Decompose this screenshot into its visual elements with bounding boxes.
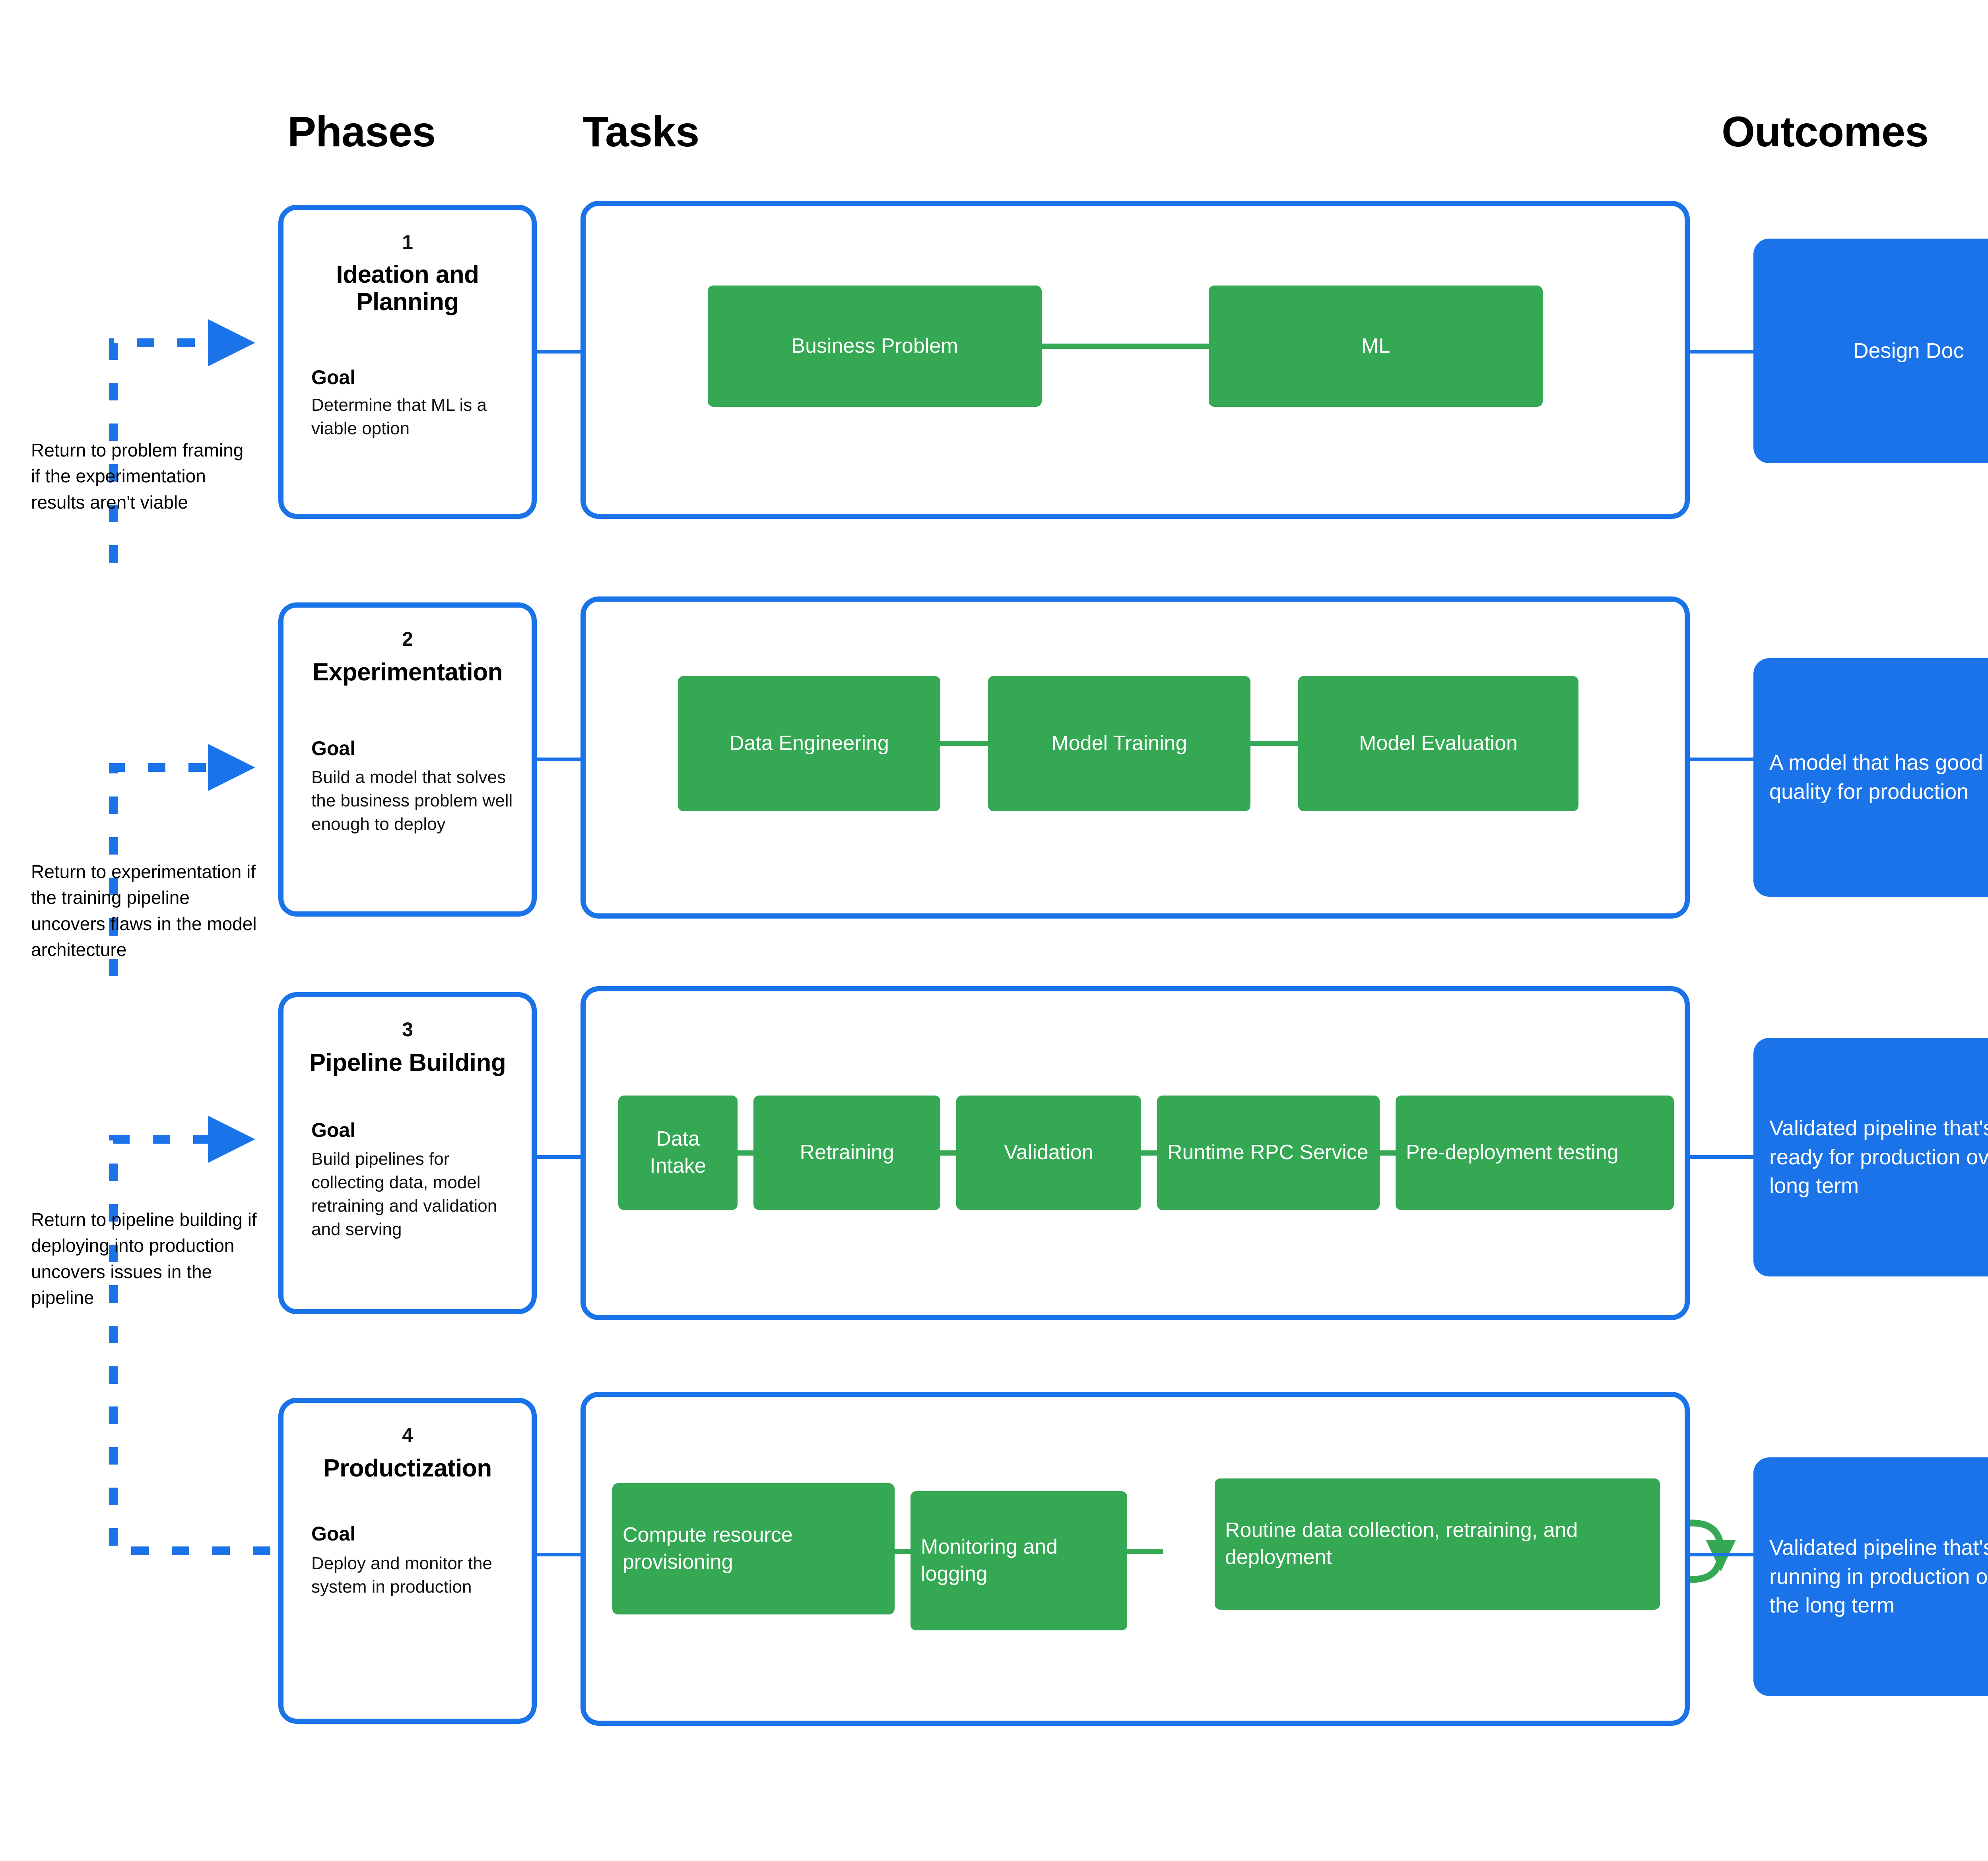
phase-goal-label-4: Goal	[311, 1523, 356, 1545]
task-box-monitoring-and-logging[interactable]: Monitoring and logging	[911, 1491, 1127, 1630]
feedback-note-left-3: Return to pipeline building if deploying…	[31, 1209, 257, 1308]
phase-number-4: 4	[402, 1424, 413, 1446]
task-connector-1a	[1042, 344, 1209, 349]
feedback-note-left-1: Return to problem framing if the experim…	[31, 440, 244, 513]
connector-phase3-to-tasks3	[537, 1155, 580, 1159]
phase-goal-text-2: Build a model that solves the business p…	[311, 767, 513, 834]
task-connector-2a	[940, 741, 988, 746]
task-box-ml[interactable]: ML	[1209, 286, 1543, 407]
phase-card-1[interactable]: 1 Ideation and Planning Goal Determine t…	[278, 205, 537, 519]
task-connector-4b	[1127, 1549, 1163, 1554]
task-connector-3d	[1380, 1150, 1396, 1156]
connector-tasks4-to-outcome4	[1690, 1553, 1753, 1556]
column-header-phases: Phases	[287, 107, 436, 155]
phase-goal-label-3: Goal	[311, 1119, 356, 1141]
phase-goal-text-3: Build pipelines for collecting data, mod…	[311, 1149, 497, 1239]
phase-goal-label-1: Goal	[311, 366, 356, 389]
phase-number-2: 2	[402, 628, 413, 650]
connector-tasks2-to-outcome2	[1690, 758, 1753, 761]
task-box-runtime-rpc-service[interactable]: Runtime RPC Service	[1157, 1096, 1380, 1210]
task-box-model-evaluation[interactable]: Model Evaluation	[1298, 676, 1578, 811]
connector-phase4-to-tasks4	[537, 1553, 580, 1556]
outcome-box-3[interactable]: Validated pipeline that's ready for prod…	[1753, 1038, 1988, 1276]
task-connector-3c	[1141, 1150, 1157, 1156]
phase-goal-text-4: Deploy and monitor the system in product…	[311, 1554, 492, 1597]
outcome-box-4[interactable]: Validated pipeline that's running in pro…	[1753, 1457, 1988, 1696]
phase-title-1: Ideation and Planning	[336, 261, 479, 316]
phase-title-3: Pipeline Building	[309, 1049, 506, 1076]
connector-tasks1-to-outcome1	[1690, 350, 1753, 354]
connector-phase1-to-tasks1	[537, 350, 580, 354]
phase-card-4[interactable]: 4 Productization Goal Deploy and monitor…	[278, 1398, 537, 1724]
task-box-model-training[interactable]: Model Training	[988, 676, 1250, 811]
phase-card-3[interactable]: 3 Pipeline Building Goal Build pipelines…	[278, 992, 537, 1314]
task-box-business-problem[interactable]: Business Problem	[708, 286, 1042, 407]
task-box-pre-deployment-testing[interactable]: Pre-deployment testing	[1396, 1096, 1674, 1210]
phase-goal-label-2: Goal	[311, 737, 356, 760]
feedback-trunk-left	[109, 1384, 270, 1555]
phase-goal-text-1: Determine that ML is a viable option	[311, 395, 487, 438]
phase-card-2[interactable]: 2 Experimentation Goal Build a model tha…	[278, 602, 537, 917]
task-connector-3a	[738, 1150, 753, 1156]
task-box-retraining[interactable]: Retraining	[753, 1096, 940, 1210]
phase-number-1: 1	[402, 231, 413, 253]
column-header-outcomes: Outcomes	[1722, 107, 1929, 155]
column-header-tasks: Tasks	[582, 107, 699, 155]
task-box-data-engineering[interactable]: Data Engineering	[678, 676, 940, 811]
task-box-routine-data-collection[interactable]: Routine data collection, retraining, and…	[1215, 1478, 1660, 1610]
outcome-box-1[interactable]: Design Doc	[1753, 239, 1988, 463]
task-box-compute-resource-provisioning[interactable]: Compute resource provisioning	[612, 1483, 895, 1614]
task-connector-3b	[940, 1150, 956, 1156]
task-box-data-intake[interactable]: Data Intake	[618, 1096, 738, 1210]
feedback-note-left-2: Return to experimentation if the trainin…	[31, 861, 257, 960]
connector-tasks3-to-outcome3	[1690, 1155, 1753, 1159]
outcome-box-2[interactable]: A model that has good quality for produc…	[1753, 658, 1988, 897]
connector-phase2-to-tasks2	[537, 758, 580, 761]
phase-title-4: Productization	[323, 1455, 492, 1482]
phase-title-2: Experimentation	[312, 659, 503, 686]
task-box-validation[interactable]: Validation	[956, 1096, 1141, 1210]
phase-number-3: 3	[402, 1018, 413, 1041]
task-connector-2b	[1250, 741, 1298, 746]
task-connector-4a	[895, 1549, 911, 1554]
